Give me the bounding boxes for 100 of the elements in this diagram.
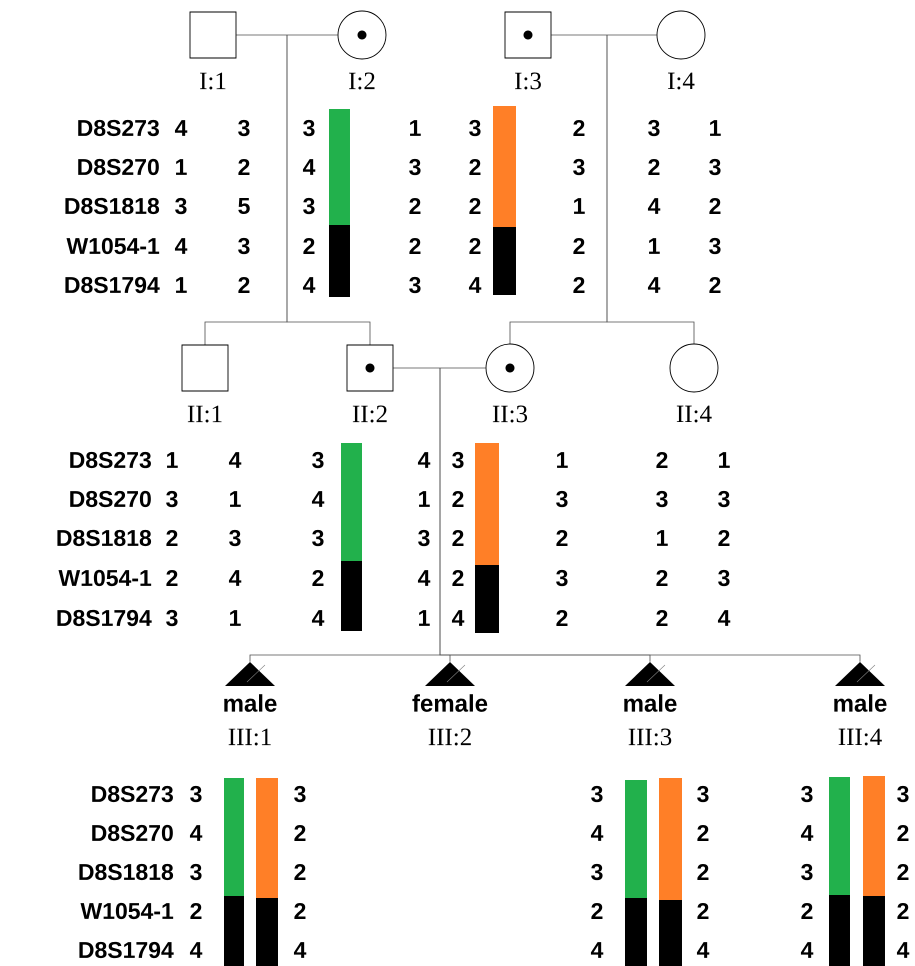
- allele-number: 3: [175, 198, 187, 214]
- allele-number: 4: [418, 570, 430, 586]
- allele-number: 2: [452, 530, 464, 546]
- allele-number: 4: [590, 825, 604, 841]
- allele-number: 4: [294, 942, 306, 958]
- pedigree-line: [236, 34, 338, 36]
- allele-number: 4: [648, 198, 660, 214]
- allele-number: 2: [697, 864, 708, 880]
- allele-number: 2: [303, 238, 314, 254]
- allele-number: 4: [696, 942, 710, 958]
- allele-number: 3: [556, 490, 568, 508]
- allele-number: 2: [556, 530, 568, 546]
- allele-number: 2: [556, 610, 568, 626]
- allele-number: 3: [229, 530, 241, 546]
- allele-number: 5: [238, 198, 250, 214]
- allele-number: 4: [718, 610, 730, 626]
- allele-number: 4: [190, 942, 202, 958]
- pedigree-line: [606, 34, 694, 344]
- allele-number: 3: [190, 864, 202, 880]
- allele-number: 3: [648, 120, 660, 136]
- allele-number: 4: [312, 610, 324, 626]
- individual-id: I:4: [668, 72, 694, 90]
- allele-number: 3: [294, 786, 306, 802]
- allele-number: 4: [228, 452, 242, 468]
- allele-number: 3: [656, 490, 668, 508]
- allele-number: 4: [800, 942, 814, 958]
- allele-number: 1: [230, 610, 241, 626]
- allele-number: 2: [591, 902, 602, 920]
- allele-number: 3: [409, 276, 421, 294]
- allele-number: 2: [697, 824, 708, 842]
- allele-number: 3: [166, 490, 178, 508]
- allele-number: 4: [418, 452, 430, 468]
- marker-name: D8S270: [70, 490, 151, 508]
- allele-number: 2: [648, 158, 660, 176]
- allele-number: 3: [897, 786, 909, 802]
- allele-number: 1: [419, 491, 430, 507]
- allele-number: 1: [167, 452, 178, 468]
- individual-id: II:2: [352, 406, 387, 422]
- individual-id: III:1: [228, 728, 271, 746]
- allele-number: 2: [718, 530, 730, 546]
- marker-name: D8S1818: [79, 864, 174, 880]
- sex-label: female: [412, 694, 488, 712]
- allele-number: 2: [573, 276, 584, 294]
- allele-number: 4: [174, 238, 188, 254]
- individual-id: II:1: [188, 406, 222, 422]
- individual-id: III:3: [628, 728, 672, 746]
- marker-name: D8S1794: [57, 610, 152, 626]
- allele-number: 1: [176, 159, 187, 175]
- allele-number: 3: [312, 530, 324, 546]
- marker-name: D8S273: [78, 120, 159, 136]
- allele-number: 2: [469, 238, 480, 254]
- allele-number: 3: [697, 786, 709, 802]
- marker-name: D8S273: [92, 786, 173, 802]
- individual-id: II:3: [492, 406, 528, 422]
- marker-name: D8S1794: [65, 276, 160, 294]
- allele-number: 3: [801, 786, 813, 802]
- sex-label: male: [624, 694, 677, 712]
- allele-number: 1: [419, 610, 430, 626]
- allele-number: 4: [228, 570, 242, 586]
- allele-number: 1: [176, 277, 187, 293]
- allele-number: 4: [468, 277, 482, 293]
- allele-number: 2: [166, 530, 178, 546]
- allele-number: 3: [469, 120, 481, 136]
- allele-number: 3: [591, 864, 603, 880]
- marker-name: D8S273: [70, 452, 151, 468]
- allele-number: 1: [649, 238, 660, 254]
- allele-number: 3: [709, 238, 721, 254]
- allele-number: 3: [718, 490, 730, 508]
- allele-number: 1: [230, 491, 241, 507]
- allele-number: 3: [238, 238, 250, 254]
- allele-number: 2: [573, 120, 584, 136]
- allele-number: 3: [303, 120, 315, 136]
- allele-number: 3: [718, 570, 730, 586]
- marker-name: W1054-1: [66, 238, 160, 254]
- allele-number: 2: [238, 158, 250, 176]
- individual-id: I:1: [200, 72, 226, 90]
- sex-label: male: [834, 694, 887, 712]
- allele-number: 3: [303, 198, 315, 214]
- allele-number: 3: [418, 530, 430, 546]
- allele-number: 2: [469, 158, 480, 176]
- allele-number: 2: [238, 276, 250, 294]
- allele-number: 1: [410, 120, 421, 136]
- allele-number: 2: [656, 610, 668, 626]
- allele-number: 1: [657, 530, 668, 546]
- allele-number: 2: [190, 902, 202, 920]
- marker-name: D8S1818: [57, 530, 152, 546]
- allele-number: 3: [801, 864, 813, 880]
- allele-number: 3: [190, 786, 202, 802]
- allele-number: 4: [800, 825, 814, 841]
- allele-number: 3: [312, 452, 324, 468]
- allele-number: 2: [709, 276, 720, 294]
- allele-number: 2: [166, 570, 178, 586]
- allele-number: 2: [409, 238, 420, 254]
- allele-number: 4: [896, 942, 910, 958]
- allele-number: 2: [656, 452, 668, 468]
- pedigree-line: [286, 34, 370, 345]
- marker-name: W1054-1: [80, 902, 174, 920]
- allele-number: 2: [897, 864, 908, 880]
- individual-id: II:4: [676, 406, 712, 422]
- allele-number: 2: [312, 570, 324, 586]
